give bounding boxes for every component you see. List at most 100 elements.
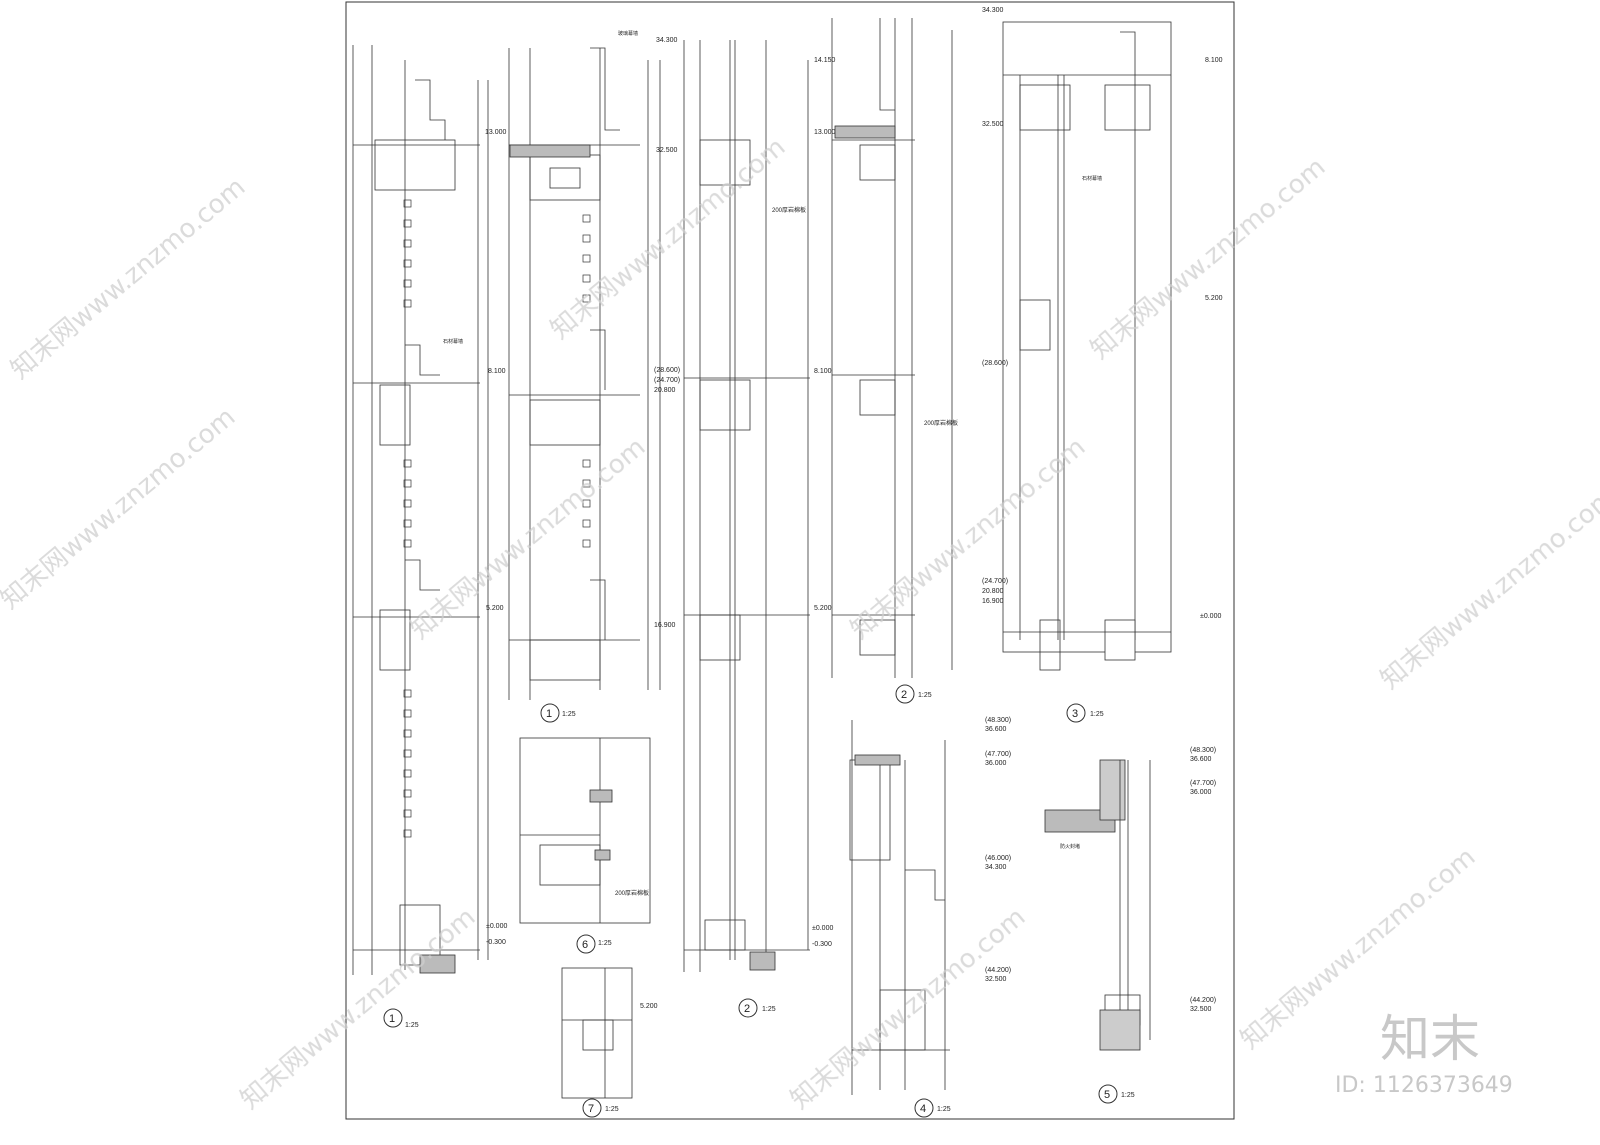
watermark-text: 知末网www.znzmo.com	[1375, 482, 1600, 695]
elev-8100-d3: 8.100	[1205, 57, 1223, 64]
elev-28600-d2u: (28.600)	[982, 360, 1008, 367]
elev-5200-d3: 5.200	[1205, 295, 1223, 302]
sheet-border	[345, 1, 1235, 1120]
elev-36000-d5: 36.000	[1190, 789, 1212, 796]
detail-3	[1002, 21, 1172, 671]
watermark-text: 知末网www.znzmo.com	[5, 172, 251, 385]
elev-14150: 14.150	[814, 57, 836, 64]
elev-48300-d5: (48.300)	[1190, 747, 1216, 754]
elev-48300: (48.300)	[985, 717, 1011, 724]
elev-0-d3: ±0.000	[1200, 613, 1221, 620]
detail-number-6: 6	[582, 939, 588, 951]
detail-1-left	[352, 45, 489, 975]
detail-number-3: 3	[1072, 708, 1078, 720]
note-fire-seal-5: 防火封堵	[1060, 843, 1080, 850]
elev-minus-0300: -0.300	[486, 939, 506, 946]
detail-number-1-left: 1	[389, 1013, 395, 1025]
note-glass-1: 玻璃幕墙	[618, 30, 638, 37]
detail-6	[519, 737, 651, 924]
elev-47700: (47.700)	[985, 751, 1011, 758]
elev-5200-d2: 5.200	[814, 605, 832, 612]
elev-8100-d2: 8.100	[814, 368, 832, 375]
elev-32500-d4: 32.500	[985, 976, 1007, 983]
note-insulation-2: 200厚岩棉板	[772, 206, 806, 214]
watermark-text: 知末网www.znzmo.com	[0, 402, 241, 615]
elev-44200: (44.200)	[985, 967, 1011, 974]
elev-24700-d2u: (24.700)	[982, 578, 1008, 585]
elev-13000-d2: 13.000	[814, 129, 836, 136]
elev-36000: 36.000	[985, 760, 1007, 767]
detail-4	[849, 720, 950, 1095]
detail-marker-3	[1066, 703, 1086, 723]
detail-number-7: 7	[588, 1103, 594, 1115]
elev-minus-0300-d2: -0.300	[812, 941, 832, 948]
detail-scale-5: 1:25	[1121, 1092, 1135, 1099]
elev-32500: 32.500	[656, 147, 678, 154]
detail-number-2-upper: 2	[901, 689, 907, 701]
elev-24700: (24.700)	[654, 377, 680, 384]
elev-20800-d2u: 20.800	[982, 588, 1004, 595]
note-stone-1: 石材幕墙	[443, 338, 463, 345]
detail-scale-3: 1:25	[1090, 711, 1104, 718]
detail-number-2-long: 2	[744, 1003, 750, 1015]
detail-marker-4	[914, 1098, 934, 1118]
detail-5	[1044, 759, 1151, 1051]
detail-2-long	[683, 40, 810, 972]
elev-8100: 8.100	[488, 368, 506, 375]
elev-32500-d2u: 32.500	[982, 121, 1004, 128]
detail-1-mid-windows	[582, 214, 591, 548]
elev-34300-d4: 34.300	[985, 864, 1007, 871]
watermark-text: 知末网www.znzmo.com	[235, 902, 481, 1115]
watermark-text: 知末网www.znzmo.com	[1085, 152, 1331, 365]
watermark-text: 知末网www.znzmo.com	[785, 902, 1031, 1115]
elev-32500-d5: 32.500	[1190, 1006, 1212, 1013]
asset-id: ID: 1126373649	[1335, 1073, 1513, 1098]
brand-logo: 知末	[1380, 1010, 1480, 1068]
note-insulation-2u: 200厚岩棉板	[924, 419, 958, 427]
detail-1-mid	[508, 47, 661, 700]
detail-marker-2-long	[738, 998, 758, 1018]
detail-scale-4: 1:25	[937, 1106, 951, 1113]
note-stone-3: 石材幕墙	[1082, 175, 1102, 182]
watermark-text: 知末网www.znzmo.com	[405, 432, 651, 645]
detail-marker-5	[1098, 1084, 1118, 1104]
note-insulation-6: 200厚岩棉板	[615, 889, 649, 897]
detail-marker-6	[576, 934, 596, 954]
elev-16900: 16.900	[654, 622, 676, 629]
elev-20800: 20.800	[654, 387, 676, 394]
detail-number-1-mid: 1	[546, 708, 552, 720]
detail-number-5: 5	[1104, 1089, 1110, 1101]
detail-marker-1-mid	[540, 703, 560, 723]
elev-0: ±0.000	[486, 923, 507, 930]
elev-16900-d2u: 16.900	[982, 598, 1004, 605]
detail-scale-1-mid: 1:25	[562, 711, 576, 718]
elev-13000: 13.000	[485, 129, 507, 136]
elev-34300: 34.300	[656, 37, 678, 44]
elev-36600-d5: 36.600	[1190, 756, 1212, 763]
watermark-layer: 知末网www.znzmo.com 知末网www.znzmo.com 知末网www…	[0, 132, 1600, 1115]
detail-7	[561, 967, 633, 1099]
detail-scale-7: 1:25	[605, 1106, 619, 1113]
elev-5200: 5.200	[486, 605, 504, 612]
elev-28600: (28.600)	[654, 367, 680, 374]
detail-marker-2-upper	[895, 684, 915, 704]
detail-scale-1-left: 1:25	[405, 1022, 419, 1029]
elev-36600: 36.600	[985, 726, 1007, 733]
detail-marker-7	[582, 1098, 602, 1118]
elev-5200-d7: 5.200	[640, 1003, 658, 1010]
elev-46000: (46.000)	[985, 855, 1011, 862]
detail-scale-2-long: 1:25	[762, 1006, 776, 1013]
detail-1-left-windows	[403, 199, 412, 838]
detail-marker-1-left	[383, 1008, 403, 1028]
detail-scale-2-upper: 1:25	[918, 692, 932, 699]
detail-scale-6: 1:25	[598, 940, 612, 947]
watermark-text: 知末网www.znzmo.com	[845, 432, 1091, 645]
elev-44200-d5: (44.200)	[1190, 997, 1216, 1004]
elev-0-d2: ±0.000	[812, 925, 833, 932]
detail-2-upper	[831, 18, 953, 678]
elev-47700-d5: (47.700)	[1190, 780, 1216, 787]
watermark-text: 知末网www.znzmo.com	[545, 132, 791, 345]
elev-34300-d2u: 34.300	[982, 7, 1004, 14]
detail-number-4: 4	[920, 1103, 926, 1115]
